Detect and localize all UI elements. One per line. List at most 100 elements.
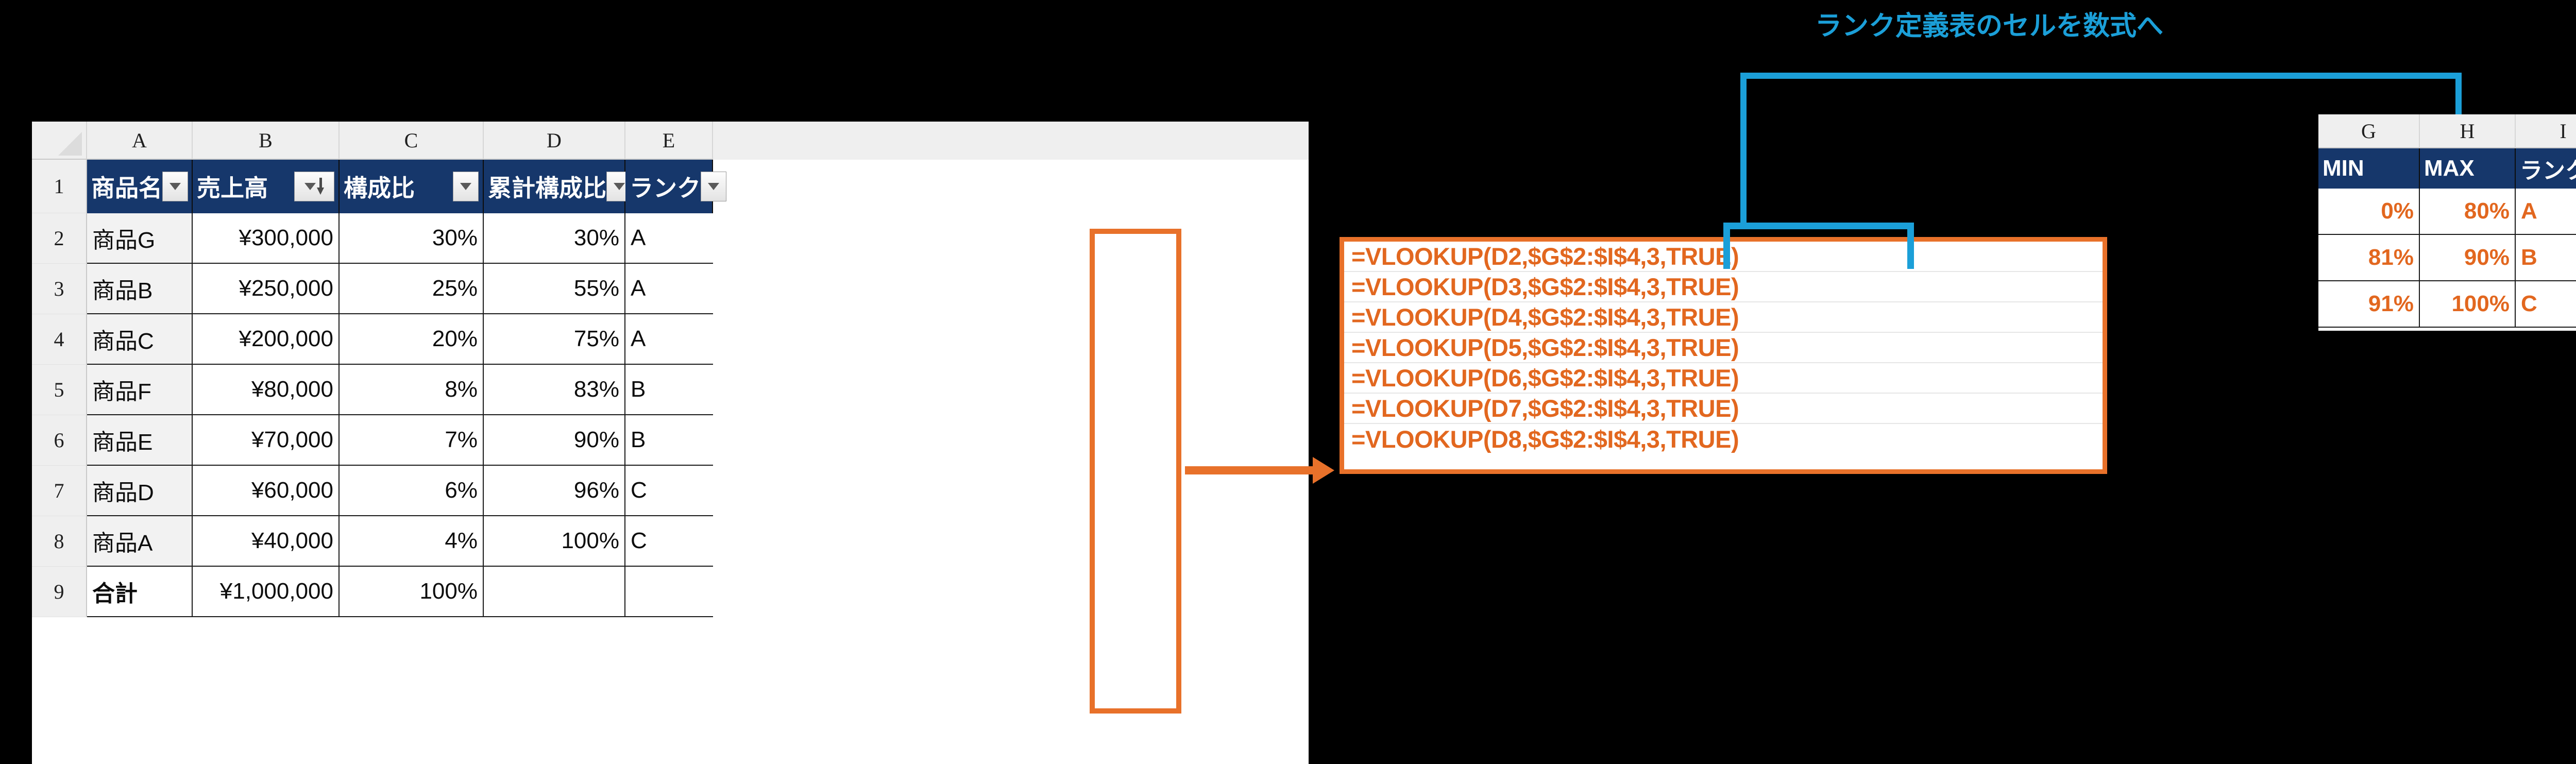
cell-I4[interactable]: C (2516, 281, 2576, 328)
cell-D8[interactable]: 100% (484, 516, 625, 567)
cell-C4[interactable]: 20% (340, 314, 484, 365)
th-product-name-label: 商品名 (91, 175, 162, 201)
cell-A6[interactable]: 商品E (87, 415, 193, 466)
filter-sort-desc-icon-b[interactable] (294, 172, 334, 201)
rank-definition-row[interactable]: 91%100%C (2318, 281, 2576, 328)
th-product-name[interactable]: 商品名 (87, 160, 193, 213)
column-header-d[interactable]: D (484, 122, 625, 160)
cell-E2[interactable]: A (625, 213, 713, 264)
cell-D7[interactable]: 96% (484, 466, 625, 516)
cell-A5[interactable]: 商品F (87, 365, 193, 415)
th-cumulative-share[interactable]: 累計構成比 (484, 160, 632, 213)
cell-H4[interactable]: 100% (2420, 281, 2516, 328)
total-cell-C9[interactable]: 100% (340, 567, 484, 617)
cell-A2[interactable]: 商品G (87, 213, 193, 264)
bracket-horizontal (1723, 223, 1914, 229)
select-all-corner[interactable] (32, 122, 87, 160)
cell-G4[interactable]: 91% (2318, 281, 2420, 328)
total-cell-B9[interactable]: ¥1,000,000 (193, 567, 340, 617)
column-header-a[interactable]: A (87, 122, 193, 160)
row-header-1[interactable]: 1 (32, 160, 87, 213)
total-cell-E9[interactable] (625, 567, 713, 617)
column-header-e[interactable]: E (625, 122, 713, 160)
th-min-label: MIN (2323, 156, 2364, 181)
cell-E4[interactable]: A (625, 314, 713, 365)
cell-B2[interactable]: ¥300,000 (193, 213, 340, 264)
total-cell-A9[interactable]: 合計 (87, 567, 193, 617)
th-rank[interactable]: ランク (625, 160, 726, 213)
cell-B4[interactable]: ¥200,000 (193, 314, 340, 365)
cell-G3[interactable]: 81% (2318, 235, 2420, 281)
cell-D4[interactable]: 75% (484, 314, 625, 365)
row-header-4[interactable]: 4 (32, 314, 87, 365)
column-header-b[interactable]: B (193, 122, 340, 160)
cell-A8[interactable]: 商品A (87, 516, 193, 567)
cell-E7[interactable]: C (625, 466, 713, 516)
column-header-h[interactable]: H (2420, 114, 2516, 148)
cell-C3[interactable]: 25% (340, 264, 484, 314)
cell-D2[interactable]: 30% (484, 213, 625, 264)
row-header-9[interactable]: 9 (32, 567, 87, 617)
cell-B5[interactable]: ¥80,000 (193, 365, 340, 415)
cell-D5[interactable]: 83% (484, 365, 625, 415)
total-cell-D9[interactable] (484, 567, 625, 617)
cell-C5[interactable]: 8% (340, 365, 484, 415)
left-column-header-row: A B C D E (32, 122, 1309, 160)
cell-A3[interactable]: 商品B (87, 264, 193, 314)
cell-E3[interactable]: A (625, 264, 713, 314)
cell-A4[interactable]: 商品C (87, 314, 193, 365)
cell-B8[interactable]: ¥40,000 (193, 516, 340, 567)
filter-dropdown-icon-c[interactable] (453, 172, 479, 201)
formula-row[interactable]: =VLOOKUP(D5,$G$2:$I$4,3,TRUE) (1344, 333, 2103, 363)
table-header-row: 1 商品名 売上高 構成比 累計構成比 ランク (32, 160, 1309, 213)
cell-B7[interactable]: ¥60,000 (193, 466, 340, 516)
row-header-6[interactable]: 6 (32, 415, 87, 466)
cell-C7[interactable]: 6% (340, 466, 484, 516)
row-header-5[interactable]: 5 (32, 365, 87, 415)
filter-dropdown-icon-a[interactable] (162, 172, 188, 201)
formula-row[interactable]: =VLOOKUP(D3,$G$2:$I$4,3,TRUE) (1344, 272, 2103, 302)
rank-definition-row[interactable]: 81%90%B (2318, 235, 2576, 281)
cell-H2[interactable]: 80% (2420, 189, 2516, 235)
cell-I2[interactable]: A (2516, 189, 2576, 235)
row-header-2[interactable]: 2 (32, 213, 87, 264)
row-header-7[interactable]: 7 (32, 466, 87, 516)
cell-E6[interactable]: B (625, 415, 713, 466)
rank-definition-row[interactable]: 0%80%A (2318, 189, 2576, 235)
th-share[interactable]: 構成比 (340, 160, 484, 213)
formula-row[interactable]: =VLOOKUP(D7,$G$2:$I$4,3,TRUE) (1344, 394, 2103, 424)
cell-D3[interactable]: 55% (484, 264, 625, 314)
cell-D6[interactable]: 90% (484, 415, 625, 466)
cell-H3[interactable]: 90% (2420, 235, 2516, 281)
cell-G2[interactable]: 0% (2318, 189, 2420, 235)
column-header-g[interactable]: G (2318, 114, 2420, 148)
column-header-c[interactable]: C (340, 122, 484, 160)
column-header-i[interactable]: I (2516, 114, 2576, 148)
row-header-3[interactable]: 3 (32, 264, 87, 314)
formula-row[interactable]: =VLOOKUP(D8,$G$2:$I$4,3,TRUE) (1344, 424, 2103, 454)
filter-dropdown-icon-e[interactable] (701, 172, 726, 201)
cell-B3[interactable]: ¥250,000 (193, 264, 340, 314)
cell-I3[interactable]: B (2516, 235, 2576, 281)
row-header-8[interactable]: 8 (32, 516, 87, 567)
cell-E8[interactable]: C (625, 516, 713, 567)
formula-row[interactable]: =VLOOKUP(D4,$G$2:$I$4,3,TRUE) (1344, 302, 2103, 333)
th-sales[interactable]: 売上高 (193, 160, 340, 213)
cell-C2[interactable]: 30% (340, 213, 484, 264)
cell-B6[interactable]: ¥70,000 (193, 415, 340, 466)
cell-C6[interactable]: 7% (340, 415, 484, 466)
th-rank-right-label: ランク (2520, 158, 2576, 183)
cell-E5[interactable]: B (625, 365, 713, 415)
formula-row[interactable]: =VLOOKUP(D6,$G$2:$I$4,3,TRUE) (1344, 363, 2103, 394)
cell-C8[interactable]: 4% (340, 516, 484, 567)
formula-row[interactable]: =VLOOKUP(D2,$G$2:$I$4,3,TRUE) (1344, 242, 2103, 272)
cell-A7[interactable]: 商品D (87, 466, 193, 516)
